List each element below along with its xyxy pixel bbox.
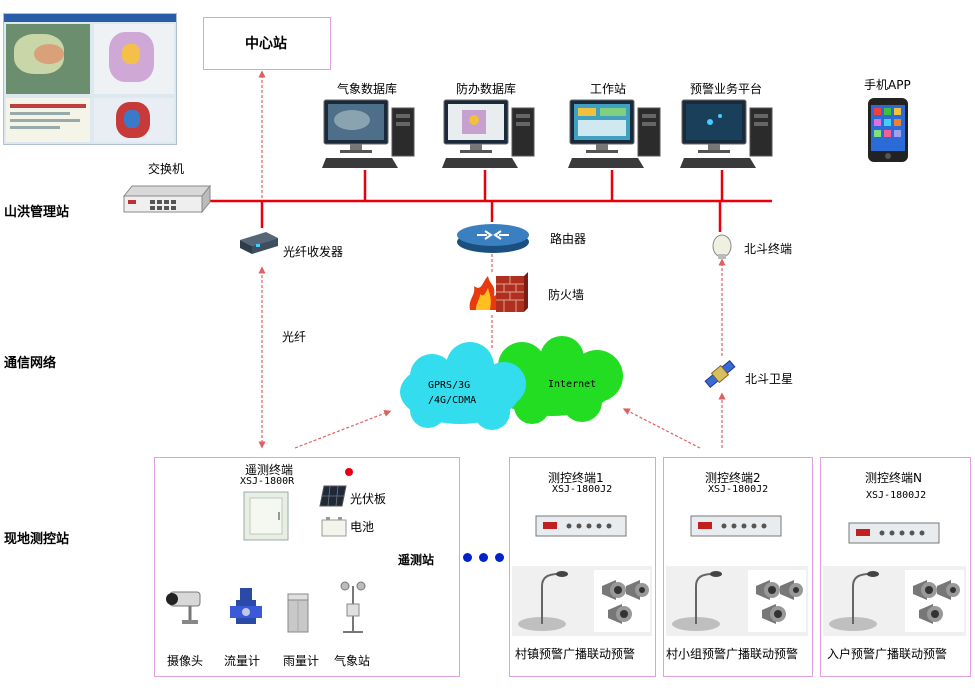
switch-label: 交换机 xyxy=(148,162,185,176)
router-label: 路由器 xyxy=(550,232,587,246)
microphone-speaker-icon xyxy=(666,566,808,636)
dashboard-thumbnail xyxy=(3,13,177,145)
beidou-satellite-label: 北斗卫星 xyxy=(745,372,794,386)
terminal-1-model: XSJ-1800J2 xyxy=(552,484,613,495)
network-clouds xyxy=(400,336,623,430)
fiber-transceiver-icon xyxy=(240,232,278,254)
control-terminal-icon xyxy=(535,515,627,537)
ws-label-workstation: 工作站 xyxy=(590,82,627,96)
ellipsis-dot xyxy=(463,553,472,562)
switch-icon xyxy=(122,184,212,214)
weather-station-icon xyxy=(340,581,366,633)
control-terminal-icon xyxy=(848,522,940,544)
camera-icon xyxy=(166,591,201,624)
terminal-2-title: 测控终端2 xyxy=(705,471,761,485)
computer-icon xyxy=(680,99,773,168)
satellite-icon xyxy=(704,359,736,389)
terminal-n-caption: 入户预警广播联动预警 xyxy=(827,647,948,661)
gprs-cloud xyxy=(400,342,526,430)
sensor-label-flowmeter: 流量计 xyxy=(224,654,261,668)
fiber-label: 光纤 xyxy=(282,330,307,344)
status-indicator xyxy=(345,468,353,476)
gprs-line-1: GPRS/3G xyxy=(428,380,471,391)
terminal-n-model: XSJ-1800J2 xyxy=(866,490,927,501)
telemetry-model: XSJ-1800R xyxy=(240,476,295,487)
sensor-label-camera: 摄像头 xyxy=(167,654,204,668)
telemetry-station-box xyxy=(154,457,460,677)
battery-label: 电池 xyxy=(350,520,375,534)
beidou-terminal-label: 北斗终端 xyxy=(744,242,793,256)
ws-label-flood-db: 防办数据库 xyxy=(456,82,517,96)
terminal-1-caption: 村镇预警广播联动预警 xyxy=(515,647,636,661)
microphone-speaker-icon xyxy=(512,566,652,636)
computer-icon xyxy=(568,99,661,168)
sensor-label-weather-station: 气象站 xyxy=(334,654,371,668)
microphone-speaker-icon xyxy=(823,566,966,636)
terminal-2-caption: 村小组预警广播联动预警 xyxy=(666,647,799,661)
solar-panel-icon xyxy=(319,485,347,507)
internet-cloud xyxy=(490,336,623,424)
ws-label-warning-platform: 预警业务平台 xyxy=(690,82,763,96)
terminal-1-title: 测控终端1 xyxy=(548,471,604,485)
smartphone-icon xyxy=(868,98,908,162)
ellipsis-dot xyxy=(495,553,504,562)
fiber-transceiver-label: 光纤收发器 xyxy=(283,245,344,259)
firewall-label: 防火墙 xyxy=(548,288,585,302)
rain-gauge-icon xyxy=(287,593,309,633)
control-terminal-icon xyxy=(690,515,782,537)
terminal-n-title: 测控终端N xyxy=(865,471,922,485)
firewall-icon xyxy=(469,272,528,312)
solar-panel-label: 光伏板 xyxy=(350,492,387,506)
station-label: 遥测站 xyxy=(398,553,435,567)
flowmeter-icon xyxy=(230,588,262,624)
ws-label-meteo-db: 气象数据库 xyxy=(337,82,398,96)
center-station-label: 中心站 xyxy=(245,36,287,52)
internet-label: Internet xyxy=(548,379,597,390)
router-icon xyxy=(457,224,529,253)
beidou-terminal-icon xyxy=(712,234,732,259)
sensor-label-rain-gauge: 雨量计 xyxy=(283,654,320,668)
center-station-box xyxy=(203,17,331,70)
telemetry-cabinet-icon xyxy=(243,491,289,541)
gprs-line-2: /4G/CDMA xyxy=(428,395,477,406)
tier-network: 通信网络 xyxy=(4,356,57,371)
computer-icon xyxy=(322,99,415,168)
terminal-2-model: XSJ-1800J2 xyxy=(708,484,769,495)
tier-field: 现地测控站 xyxy=(4,532,70,547)
tier-management: 山洪管理站 xyxy=(4,205,70,220)
battery-icon xyxy=(321,517,347,537)
telemetry-title: 遥测终端 xyxy=(245,463,294,477)
mobile-app-label: 手机APP xyxy=(864,78,911,92)
ellipsis-dot xyxy=(479,553,488,562)
computer-icon xyxy=(442,99,535,168)
